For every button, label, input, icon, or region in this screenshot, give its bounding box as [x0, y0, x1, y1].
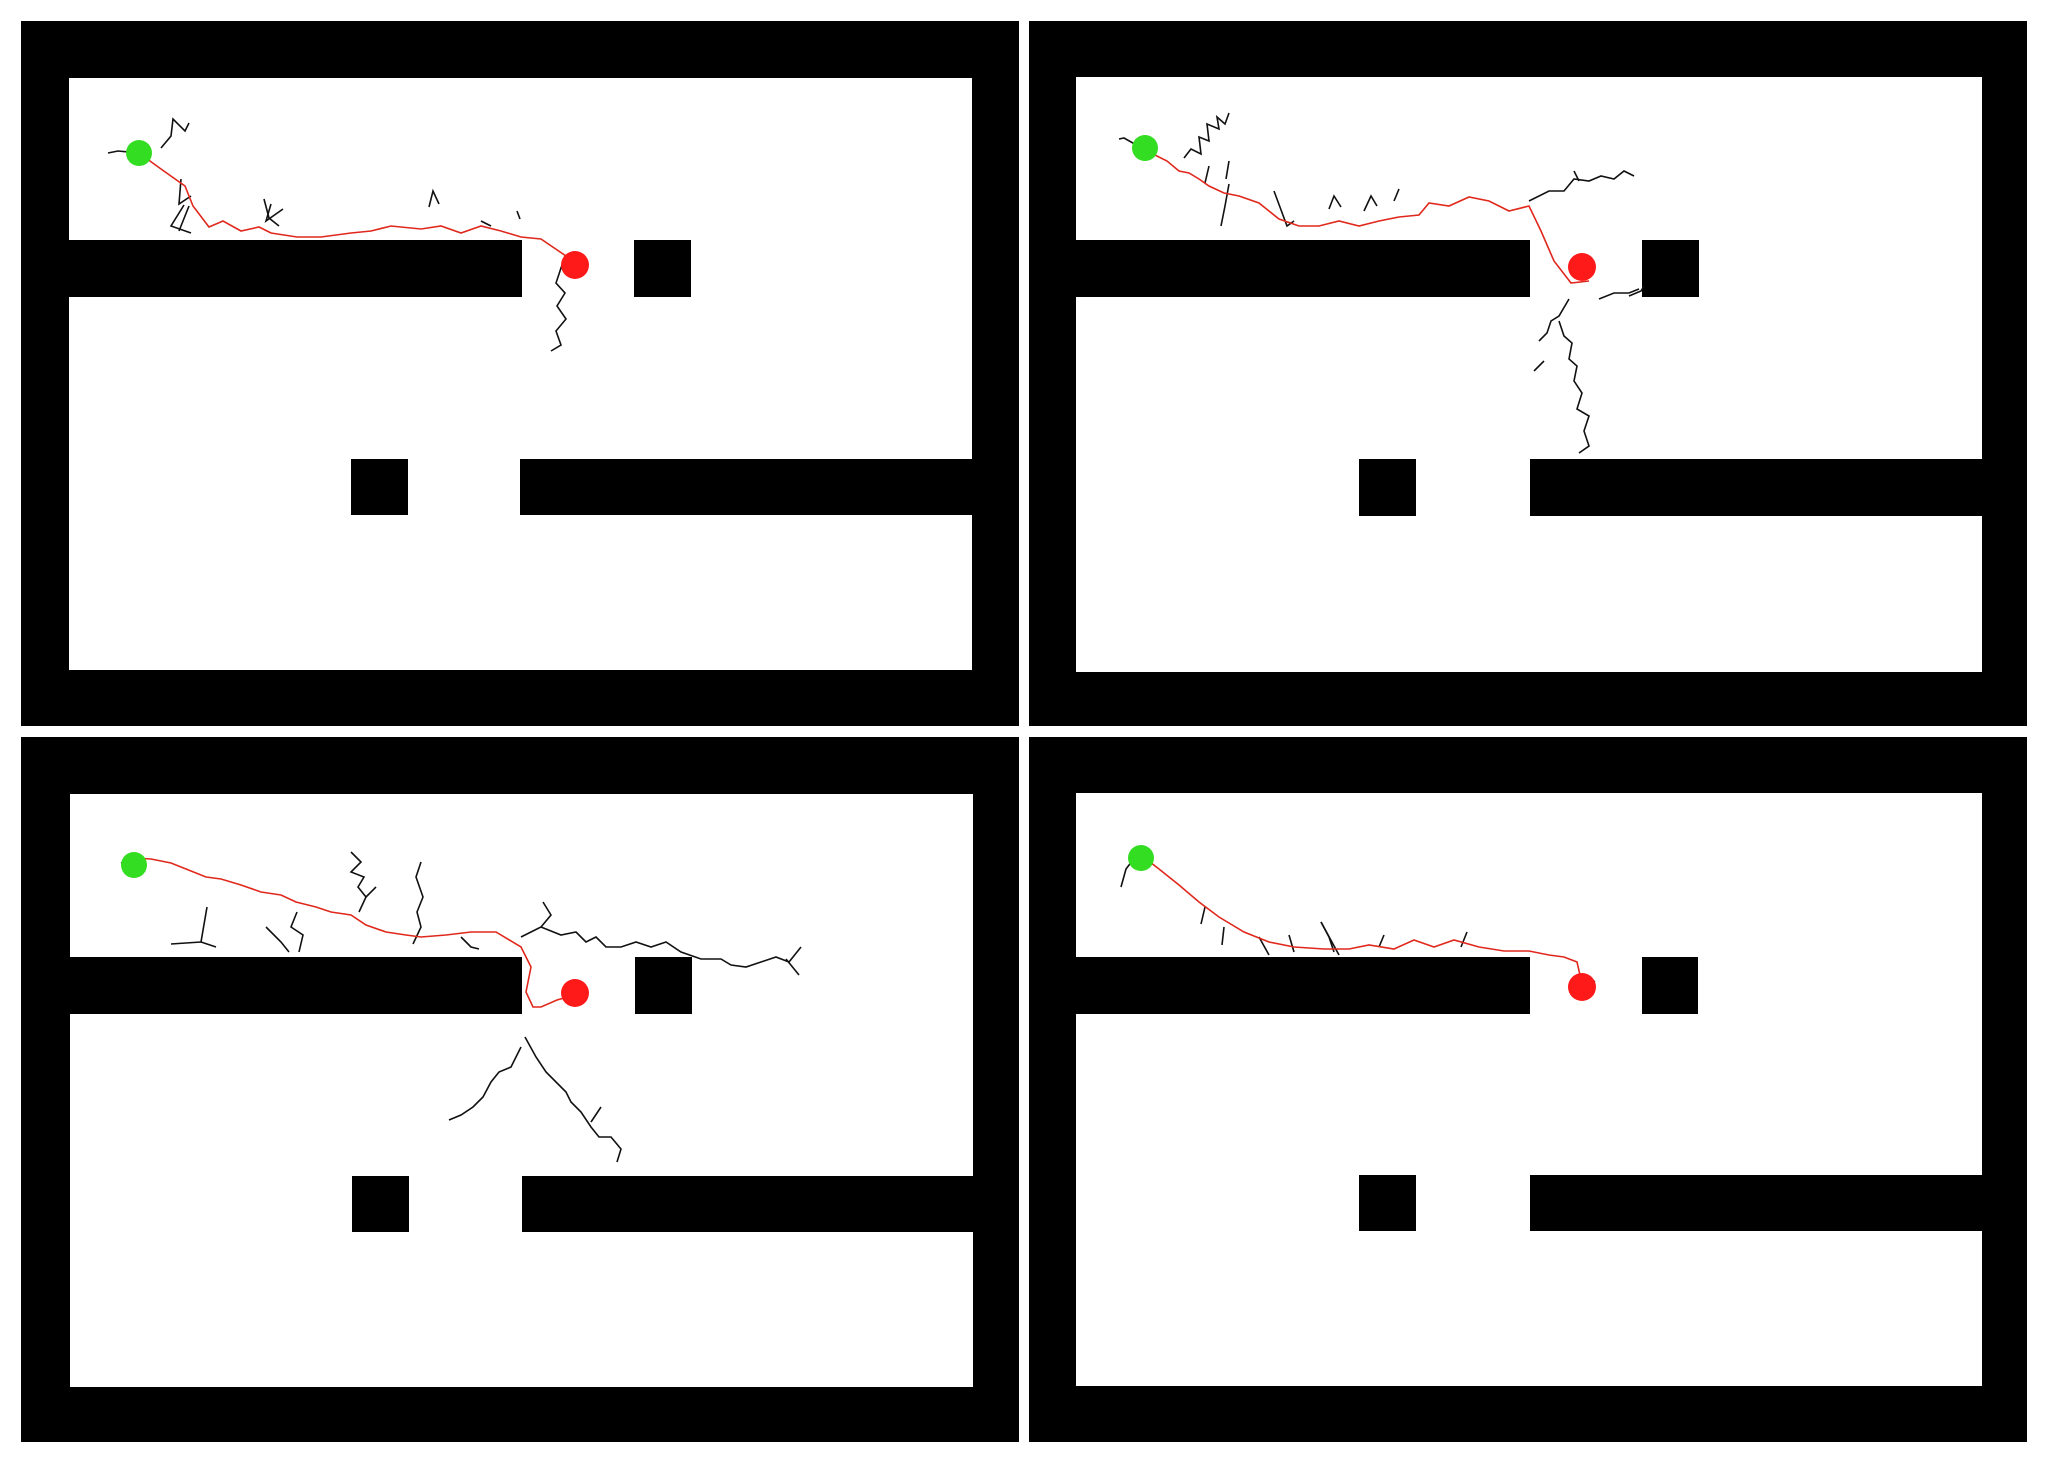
- maze-floor: [69, 78, 972, 670]
- search-tree: [107, 117, 568, 352]
- start-circle-icon: [121, 852, 147, 878]
- goal-circle-icon: [1568, 973, 1596, 1001]
- maze-walls: [1029, 737, 2027, 1442]
- goal-circle-icon: [561, 979, 589, 1007]
- upper-block: [634, 240, 691, 297]
- maze-top-left: [21, 21, 1019, 726]
- maze-walls: [21, 737, 1019, 1442]
- lower-barrier: [1530, 1175, 1982, 1231]
- start-circle-icon: [1128, 845, 1154, 871]
- search-tree: [1118, 112, 1645, 454]
- upper-barrier: [1076, 240, 1530, 297]
- goal-circle-icon: [561, 251, 589, 279]
- maze-walls: [1029, 21, 2027, 726]
- lower-barrier: [520, 459, 972, 515]
- upper-block: [1642, 240, 1699, 297]
- upper-block: [1642, 957, 1698, 1014]
- lower-barrier: [522, 1176, 973, 1232]
- solution-path: [133, 857, 576, 1008]
- start-circle-icon: [126, 140, 152, 166]
- panel-top-right: [1029, 21, 2027, 726]
- upper-barrier: [70, 957, 522, 1014]
- upper-barrier: [1076, 957, 1530, 1014]
- lower-block: [352, 1176, 409, 1232]
- maze-bottom-left: [21, 737, 1019, 1442]
- maze-floor: [1076, 793, 1982, 1386]
- solution-path: [1146, 150, 1590, 284]
- lower-block: [351, 459, 408, 515]
- maze-floor: [1076, 77, 1982, 672]
- upper-block: [635, 957, 692, 1014]
- solution-path: [1140, 854, 1583, 985]
- maze-top-right: [1029, 21, 2027, 726]
- start-circle-icon: [1132, 135, 1158, 161]
- lower-block: [1359, 1175, 1416, 1231]
- goal-circle-icon: [1568, 253, 1596, 281]
- panel-bottom-right: [1029, 737, 2027, 1442]
- panel-bottom-left: [21, 737, 1019, 1442]
- lower-block: [1359, 459, 1416, 516]
- lower-barrier: [1530, 459, 1982, 516]
- maze-walls: [21, 21, 1019, 726]
- solution-path: [138, 152, 576, 266]
- upper-barrier: [69, 240, 522, 297]
- maze-bottom-right: [1029, 737, 2027, 1442]
- panel-top-left: [21, 21, 1019, 726]
- maze-floor: [70, 794, 973, 1387]
